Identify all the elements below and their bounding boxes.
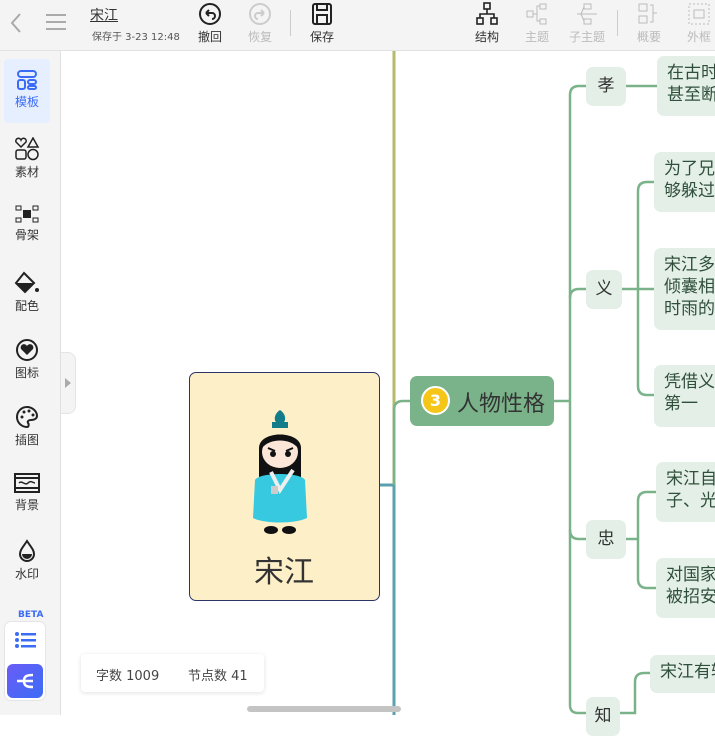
sidebar-item-skeleton[interactable]: 骨架	[4, 194, 50, 258]
structure-icon	[476, 2, 498, 25]
leaf-node[interactable]: 宋江自子、光	[656, 462, 715, 522]
node-count: 节点数 41	[188, 669, 248, 684]
root-label: 宋江	[254, 555, 314, 590]
drop-icon	[18, 539, 36, 562]
connector-line	[379, 483, 396, 715]
back-icon[interactable]	[8, 12, 24, 34]
document-title[interactable]: 宋江	[90, 8, 118, 24]
heart-icon	[16, 339, 38, 361]
sidebar-collapse-handle[interactable]	[61, 352, 76, 414]
undo-button[interactable]: 撤回	[185, 0, 235, 50]
horizontal-scrollbar[interactable]	[247, 706, 401, 712]
structure-button[interactable]: 结构	[462, 0, 512, 50]
sidebar-item-material[interactable]: 素材	[4, 127, 50, 191]
background-icon	[14, 473, 40, 493]
leaf-node[interactable]: 在古时甚至断	[657, 56, 715, 116]
sidebar-item-watermark[interactable]: 水印	[4, 529, 50, 593]
category-node[interactable]: 知	[586, 697, 620, 736]
leaf-node[interactable]: 宋江多倾囊相时雨的	[654, 248, 715, 330]
divider	[617, 10, 618, 36]
connector-line	[568, 84, 586, 715]
priority-badge: 3	[421, 386, 450, 415]
subtopic-button[interactable]: 子主题	[562, 0, 612, 50]
connector-line	[392, 399, 410, 485]
root-node[interactable]: 宋江	[189, 372, 380, 601]
topic-icon	[526, 3, 547, 25]
summary-button[interactable]: 概要	[624, 0, 674, 50]
branch-label: 人物性格	[457, 392, 546, 417]
beta-label: BETA	[18, 610, 44, 620]
song-jiang-illustration	[253, 410, 307, 534]
frame-button[interactable]: 外框	[674, 0, 715, 50]
leaf-node[interactable]: 凭借义第一	[654, 365, 715, 427]
palette-icon	[16, 405, 39, 429]
paint-bucket-icon	[14, 271, 39, 294]
save-button[interactable]: 保存	[297, 0, 347, 50]
topic-button[interactable]: 主题	[512, 0, 562, 50]
divider	[290, 10, 291, 36]
sidebar-item-background[interactable]: 背景	[4, 462, 50, 526]
outline-view-icon[interactable]	[15, 631, 37, 649]
undo-icon	[199, 3, 221, 25]
view-switcher	[4, 621, 46, 701]
sidebar-item-color[interactable]: 配色	[4, 261, 50, 325]
redo-icon	[249, 3, 271, 25]
category-node[interactable]: 孝	[586, 67, 626, 106]
leaf-node[interactable]: 对国家被招安	[656, 558, 715, 618]
frame-icon	[688, 3, 710, 25]
connector-lines	[379, 51, 657, 715]
mindmap-icon	[17, 673, 34, 689]
leaf-node[interactable]: 宋江有轻	[650, 655, 715, 693]
shapes-icon	[15, 137, 40, 161]
redo-button[interactable]: 恢复	[235, 0, 285, 50]
sidebar-item-illustration[interactable]: 插图	[4, 395, 50, 459]
category-node[interactable]: 义	[586, 270, 622, 309]
sidebar: 模板 素材 骨架 配色 图标 插图 背景 水印 BETA	[0, 51, 61, 715]
template-icon	[17, 70, 37, 90]
branch-node[interactable]: 3 人物性格	[410, 376, 554, 426]
mindmap-view-button[interactable]	[7, 664, 43, 698]
category-node[interactable]: 忠	[586, 520, 626, 559]
save-icon	[312, 3, 332, 25]
sidebar-item-template[interactable]: 模板	[4, 59, 50, 123]
leaf-node[interactable]: 为了兄够躲过	[654, 152, 715, 212]
toolbar: 宋江 保存于 3-23 12:48 撤回 恢复 保存 结构 主题 子主题 概要 …	[0, 0, 715, 51]
subtopic-icon	[577, 3, 597, 25]
sidebar-item-icon[interactable]: 图标	[4, 328, 50, 392]
stats-panel: 字数 1009 节点数 41	[81, 654, 264, 692]
word-count: 字数 1009	[96, 669, 160, 684]
caret-right-icon	[65, 378, 71, 388]
menu-icon[interactable]	[45, 13, 67, 31]
summary-icon	[638, 3, 657, 24]
skeleton-icon	[15, 205, 39, 223]
save-status: 保存于 3-23 12:48	[92, 32, 180, 43]
